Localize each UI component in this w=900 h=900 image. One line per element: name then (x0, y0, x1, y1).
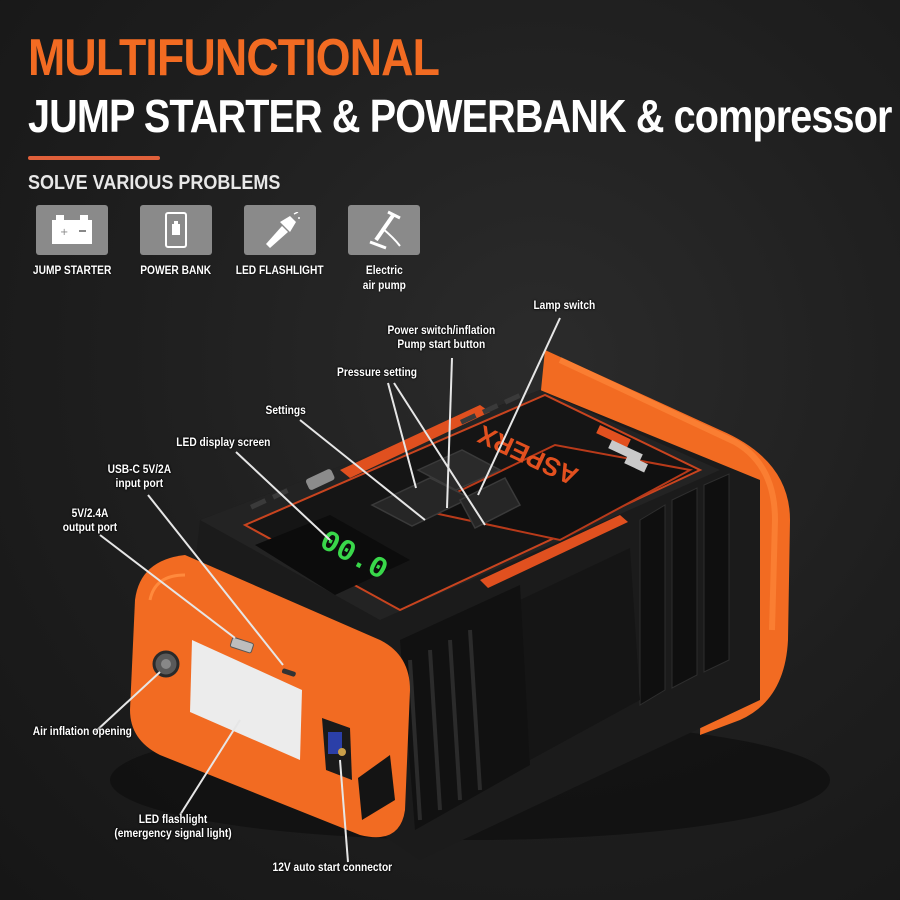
subheading: SOLVE VARIOUS PROBLEMS (28, 172, 281, 194)
feature-air-pump: Electric air pump (332, 205, 436, 293)
power-button (416, 449, 502, 491)
callout-power-switch: Power switch/inflation Pump start button (387, 323, 496, 351)
flashlight-icon (244, 205, 316, 255)
callout-settings: Settings (265, 403, 306, 417)
feature-jump-starter: + JUMP STARTER (20, 205, 124, 293)
callout-12v-connector: 12V auto start connector (272, 860, 393, 874)
callout-lamp-switch: Lamp switch (533, 298, 596, 312)
feature-list: + JUMP STARTER POWER BANK LED FLASHLIGHT (20, 205, 436, 293)
accent-divider (28, 156, 160, 160)
phone-charging-icon (140, 205, 212, 255)
feature-label: LED FLASHLIGHT (236, 263, 324, 277)
feature-label: Electric air pump (362, 263, 406, 292)
feature-power-bank: POWER BANK (124, 205, 228, 293)
air-pump-icon (348, 205, 420, 255)
led-flashlight-panel (190, 640, 302, 760)
headline-multifunctional: MULTIFUNCTIONAL (28, 29, 440, 87)
callout-air-inflation: Air inflation opening (32, 724, 132, 738)
callout-usbc-input: USB-C 5V/2A input port (107, 462, 172, 490)
callout-led-display: LED display screen (176, 435, 271, 449)
lamp-switch-button (458, 477, 522, 530)
car-battery-icon: + (36, 205, 108, 255)
callout-usb-output: 5V/2.4A output port (62, 506, 118, 534)
svg-text:+: + (60, 227, 68, 238)
callout-led-flashlight: LED flashlight (emergency signal light) (114, 812, 232, 840)
feature-led-flashlight: LED FLASHLIGHT (228, 205, 332, 293)
callout-lines (94, 317, 561, 863)
led-display (255, 515, 410, 595)
usb-c-port (281, 668, 296, 677)
feature-label: JUMP STARTER (32, 263, 112, 277)
headline-product-types: JUMP STARTER & POWERBANK & compressor (28, 90, 892, 142)
usb-a-port (229, 637, 254, 654)
feature-label: POWER BANK (140, 263, 212, 277)
callout-pressure-setting: Pressure setting (337, 365, 417, 379)
